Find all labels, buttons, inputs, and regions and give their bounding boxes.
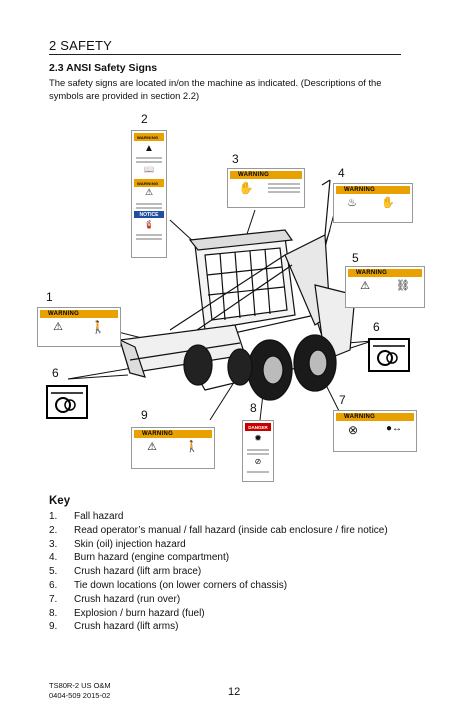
- key-item: 2.Read operator’s manual / fall hazard (…: [49, 524, 388, 536]
- sign-9-warning-label: WARNING: [142, 431, 174, 437]
- crush-lift-arm-icon: ⚠: [147, 441, 157, 453]
- sign-2-warning-label-2: WARNING: [137, 180, 159, 186]
- sign-2-notice-label: NOTICE: [139, 211, 159, 218]
- stay-clear-icon: 🚶: [185, 441, 199, 453]
- keep-distance-icon: ●↔: [385, 423, 403, 434]
- callout-8: 8: [250, 401, 257, 415]
- crush-icon: ⚠: [360, 280, 370, 292]
- sign-8-danger-label: DANGER: [248, 424, 268, 430]
- fall-icon: ⚠: [53, 321, 63, 333]
- sign-6-tie-down-left: [46, 385, 88, 419]
- footer-revision: 0404-509 2015-02: [49, 691, 111, 700]
- callout-5: 5: [352, 251, 359, 265]
- section-title: 2 SAFETY: [49, 38, 113, 53]
- footer-model: TS80R-2 US O&M: [49, 681, 111, 690]
- fall-hazard-icon: ⚠: [144, 187, 154, 197]
- key-title: Key: [49, 495, 71, 507]
- sign-5-lift-arm-brace: WARNING ⚠ ⛓: [345, 266, 425, 308]
- key-item: 9.Crush hazard (lift arms): [49, 621, 179, 633]
- sign-7-run-over: WARNING ⊗ ●↔: [333, 410, 417, 452]
- footer-document-id: TS80R-2 US O&M 0404-509 2015-02: [49, 681, 111, 701]
- key-item: 4.Burn hazard (engine compartment): [49, 552, 230, 564]
- key-item: 8.Explosion / burn hazard (fuel): [49, 607, 205, 619]
- key-item: 7.Crush hazard (run over): [49, 593, 181, 605]
- callout-7: 7: [339, 393, 346, 407]
- callout-6-left: 6: [52, 366, 59, 380]
- sign-3-warning-label: WARNING: [238, 172, 270, 178]
- key-item: 3.Skin (oil) injection hazard: [49, 538, 186, 550]
- key-item: 1.Fall hazard: [49, 511, 124, 522]
- brace-icon: ⛓: [396, 280, 410, 292]
- page-number: 12: [228, 686, 241, 698]
- tie-down-icon: [51, 392, 83, 413]
- key-list: 1.Fall hazard 2.Read operator’s manual /…: [49, 510, 388, 634]
- callout-9: 9: [141, 408, 148, 422]
- explosion-icon: ✹: [254, 433, 262, 443]
- subsection-title: 2.3 ANSI Safety Signs: [49, 62, 158, 74]
- callout-2: 2: [141, 112, 148, 126]
- safety-sign-illustration: [30, 115, 450, 490]
- key-item: 6.Tie down locations (on lower corners o…: [49, 579, 288, 591]
- callout-1: 1: [46, 290, 53, 304]
- no-flame-icon: ⊘: [254, 457, 262, 466]
- sign-6-tie-down-right: [368, 338, 410, 372]
- oil-injection-icon: ✋: [238, 181, 254, 195]
- callout-4: 4: [338, 166, 345, 180]
- key-item: 5.Crush hazard (lift arm brace): [49, 566, 202, 578]
- alert-triangle-icon: ▲: [144, 142, 154, 154]
- sign-1-fall-hazard: WARNING ⚠ 🚶: [37, 307, 121, 347]
- section-divider: [49, 54, 401, 55]
- sign-4-burn-hazard: WARNING ♨ ✋: [333, 183, 413, 223]
- fire-extinguisher-icon: 🧯: [144, 220, 154, 229]
- sign-1-warning-label: WARNING: [48, 311, 80, 317]
- sign-8-fuel-hazard: DANGER ✹ ⊘: [242, 420, 274, 482]
- run-over-icon: ⊗: [347, 423, 359, 437]
- sign-5-warning-label: WARNING: [356, 270, 388, 276]
- sign-2-warning-label: WARNING: [137, 134, 159, 140]
- tie-down-icon: [373, 345, 405, 366]
- burn-hand-icon: ✋: [381, 197, 395, 209]
- manual-icon: 📖: [144, 165, 154, 174]
- callout-6-right: 6: [373, 320, 380, 334]
- sign-9-lift-arm-crush: WARNING ⚠ 🚶: [131, 427, 215, 469]
- intro-paragraph: The safety signs are located in/on the m…: [49, 77, 382, 101]
- sign-3-skin-injection: WARNING ✋: [227, 168, 305, 208]
- sign-7-warning-label: WARNING: [344, 414, 376, 420]
- sign-2-fall-hazard-manual: WARNING ▲ 📖 WARNING ⚠ NOTICE 🧯: [131, 130, 167, 258]
- person-icon: 🚶: [90, 320, 106, 334]
- hot-surface-icon: ♨: [347, 197, 357, 209]
- sign-4-warning-label: WARNING: [344, 187, 376, 193]
- callout-3: 3: [232, 152, 239, 166]
- skid-steer-loader-drawing: [67, 179, 373, 421]
